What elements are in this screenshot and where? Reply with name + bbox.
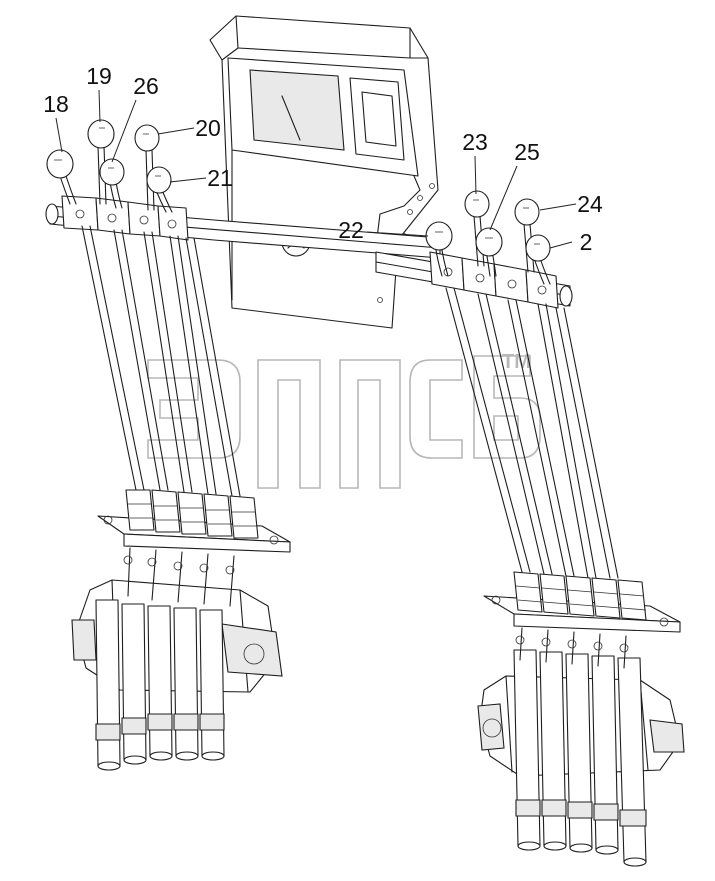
callout-number: 21 <box>207 165 233 191</box>
left-cables <box>81 225 241 497</box>
right-linkage <box>515 627 629 669</box>
callout-number: 22 <box>338 217 364 243</box>
callout-leader-line <box>111 99 137 163</box>
callout-number: 2 <box>580 229 593 255</box>
callout-number: 23 <box>462 129 488 155</box>
callout-leader-line <box>157 127 195 135</box>
left-lever-brackets <box>61 195 189 241</box>
callout-number: 20 <box>195 115 221 141</box>
callout-leader-line <box>549 241 573 249</box>
watermark-logo: TM <box>147 351 541 489</box>
callout-leader-line <box>366 231 429 237</box>
right-lever-knobs <box>425 190 551 262</box>
left-lever-assembly <box>45 119 441 259</box>
callout-leader-line <box>98 89 101 123</box>
right-valve-assembly <box>477 571 685 867</box>
left-cable-boots <box>125 489 259 539</box>
callout-number: 24 <box>577 191 603 217</box>
callout-leader-line <box>55 117 63 153</box>
right-lever-assembly <box>375 190 573 309</box>
callout-number: 26 <box>133 73 159 99</box>
right-cables <box>445 287 619 579</box>
callout-leader-line <box>474 155 477 195</box>
left-lever-knobs <box>46 119 172 194</box>
callout-number: 18 <box>43 91 69 117</box>
callout-number: 25 <box>514 139 540 165</box>
left-spools <box>95 599 225 771</box>
callout-leader-line <box>489 165 518 231</box>
console-housing <box>209 15 439 329</box>
right-cable-boots <box>513 571 647 621</box>
left-valve-assembly <box>71 489 291 771</box>
callout-number: 19 <box>86 63 112 89</box>
right-spools <box>513 649 647 867</box>
trademark-text: TM <box>502 351 531 373</box>
callout-leader-line <box>169 177 207 183</box>
left-linkage <box>123 547 235 607</box>
callout-leader-line <box>539 203 577 211</box>
